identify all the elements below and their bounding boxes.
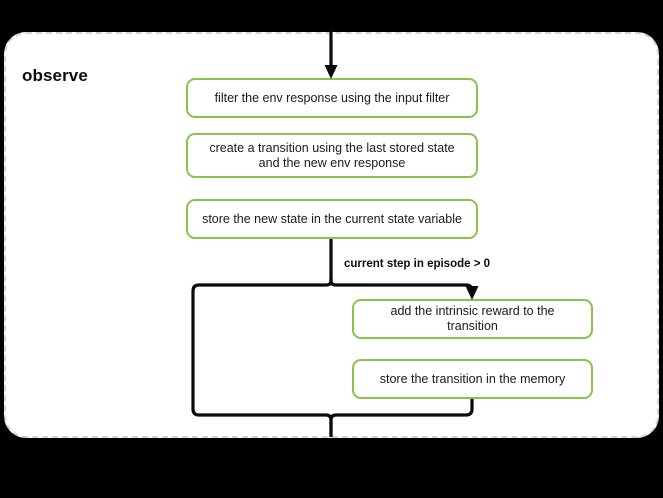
group-title: observe [22, 66, 88, 85]
node-store-new-state[interactable]: store the new state in the current state… [186, 199, 478, 239]
node-filter-env-response[interactable]: filter the env response using the input … [186, 78, 478, 118]
node-label: store the transition in the memory [379, 371, 566, 386]
node-add-intrinsic-reward[interactable]: add the intrinsic reward to the transiti… [352, 299, 593, 339]
edge-label-condition: current step in episode > 0 [344, 258, 491, 270]
node-create-transition[interactable]: create a transition using the last store… [186, 133, 478, 178]
node-label: store the new state in the current state… [202, 211, 462, 226]
node-store-transition-memory[interactable]: store the transition in the memory [352, 359, 593, 399]
node-label: create a transition using the last store… [209, 140, 455, 170]
node-label: add the intrinsic reward to the transiti… [390, 304, 555, 333]
node-label: filter the env response using the input … [214, 90, 450, 105]
